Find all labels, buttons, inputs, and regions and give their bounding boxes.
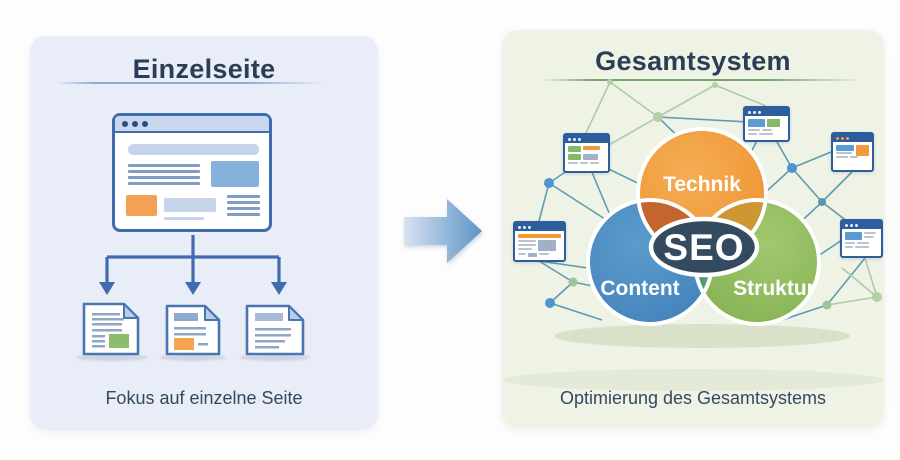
right-panel-caption: Optimierung des Gesamtsystems	[559, 388, 827, 408]
venn-diagram: Technik Content Struktur SEO	[586, 127, 821, 326]
thumbnail-titlebar	[515, 223, 564, 231]
network-nodes	[544, 79, 882, 310]
node-green-small	[607, 79, 613, 85]
left-panel-caption: Fokus auf einzelne Seite	[105, 388, 303, 408]
document-icon	[165, 304, 221, 356]
floor-shadow	[503, 369, 883, 391]
wireframe-text-line	[128, 164, 200, 167]
left-panel-title: Einzelseite	[132, 54, 276, 84]
website-thumbnail-icon	[840, 219, 883, 258]
network-lines-light	[585, 81, 878, 306]
website-thumbnail-icon	[831, 132, 874, 172]
venn-content-label: Content	[600, 277, 679, 300]
doc-header-bar	[255, 313, 283, 321]
venn-center-ellipse	[648, 216, 760, 278]
document-icon	[82, 302, 140, 356]
venn-struktur-label: Struktur	[733, 277, 815, 300]
document-icon	[245, 304, 305, 356]
browser-titlebar	[115, 116, 269, 133]
thumbnail-titlebar	[565, 135, 608, 143]
doc-orange-block	[174, 338, 194, 350]
doc-header-bar	[174, 313, 198, 321]
network-venn-graphic: Technik Content Struktur SEO	[503, 79, 883, 391]
node-blue	[544, 178, 554, 188]
website-thumbnail-icon	[513, 221, 566, 262]
thumbnail-titlebar	[745, 108, 788, 116]
wireframe-text-line	[227, 195, 260, 198]
node-blue	[545, 298, 555, 308]
venn-shadow	[554, 324, 850, 348]
arrowhead-down-icon	[99, 282, 115, 295]
node-teal	[818, 198, 826, 206]
thumbnail-titlebar	[842, 221, 881, 229]
branch-arrows	[99, 235, 287, 295]
node-green	[822, 300, 832, 310]
whole-system-panel: Gesamtsystem	[502, 30, 884, 428]
single-page-panel: Einzelseite	[30, 36, 378, 430]
arrowhead-down-icon	[185, 282, 201, 295]
thumbnail-titlebar	[833, 134, 872, 142]
node-blue	[787, 163, 797, 173]
node-green	[872, 292, 882, 302]
right-panel-title: Gesamtsystem	[595, 46, 791, 76]
transition-arrow-icon	[404, 199, 482, 263]
venn-technik-label: Technik	[663, 173, 741, 196]
node-green-small	[712, 82, 718, 88]
browser-window-mockup	[112, 113, 272, 232]
left-title-divider	[55, 82, 325, 84]
wireframe-text-line	[128, 176, 200, 179]
wireframe-text-line	[164, 217, 204, 220]
wireframe-text-line	[227, 201, 260, 204]
website-thumbnail-icon	[563, 133, 610, 173]
browser-content-wireframe	[115, 133, 269, 230]
right-title-divider	[543, 79, 863, 81]
wireframe-image-block	[211, 161, 259, 187]
doc-shadow	[76, 354, 148, 361]
node-green	[653, 112, 663, 122]
window-dot-icon	[132, 120, 138, 127]
website-thumbnail-icon	[743, 106, 790, 142]
wireframe-text-line	[227, 213, 260, 216]
doc-shadow	[160, 354, 226, 361]
wireframe-text-line	[128, 170, 200, 173]
wireframe-text-line	[227, 207, 260, 210]
doc-green-block	[109, 334, 129, 348]
venn-seo-label: SEO	[663, 227, 744, 268]
node-green	[568, 277, 578, 287]
wireframe-heading-bar	[128, 144, 259, 155]
window-dot-icon	[142, 120, 148, 127]
arrowhead-down-icon	[271, 282, 287, 295]
doc-shadow	[240, 354, 310, 361]
wireframe-gray-block	[164, 198, 216, 212]
wireframe-orange-block	[126, 195, 157, 216]
wireframe-text-line	[128, 182, 200, 185]
window-dot-icon	[122, 120, 128, 127]
